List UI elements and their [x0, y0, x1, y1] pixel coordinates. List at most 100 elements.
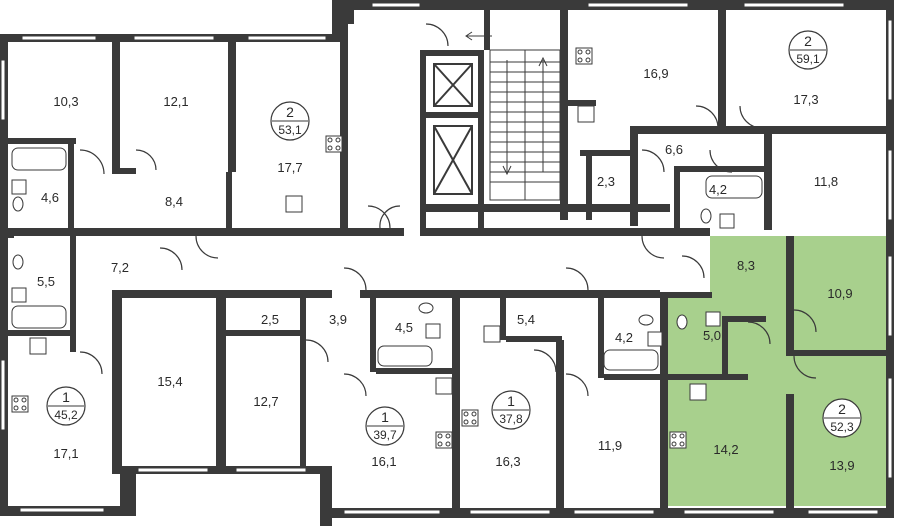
- wall-ll-14: [660, 292, 668, 508]
- room-area-label: 4,6: [41, 190, 59, 205]
- room-area-label: 4,5: [395, 320, 413, 335]
- apartment-badge[interactable]: 1 37,8: [491, 390, 531, 430]
- wall-ll-1: [70, 236, 76, 352]
- stove-icon: [325, 135, 343, 153]
- highlight-room-kitchen: [664, 292, 794, 506]
- wall-ll-11: [556, 340, 564, 510]
- apartment-total-area: 37,8: [499, 412, 523, 426]
- window-15: [469, 509, 551, 515]
- apartment-rooms-count: 2: [838, 401, 846, 417]
- wall-hl-2: [790, 350, 890, 356]
- stove-icon: [669, 431, 687, 449]
- sink-icon: [285, 195, 303, 213]
- wall-ul-bath-top: [8, 138, 76, 144]
- toilet-icon: [638, 314, 654, 326]
- wall-ur-1: [718, 10, 726, 128]
- wall-ll-bath: [8, 330, 74, 336]
- window-12: [137, 467, 209, 473]
- sink-icon: [483, 325, 501, 343]
- apartment-total-area: 39,7: [373, 428, 397, 442]
- wall-ul-3: [120, 168, 136, 174]
- room-area-label: 7,2: [111, 260, 129, 275]
- apartment-badge[interactable]: 2 53,1: [270, 101, 310, 141]
- window-13: [235, 467, 307, 473]
- toilet-icon: [12, 254, 24, 270]
- wall-ur-4: [630, 126, 638, 226]
- stove-icon: [11, 395, 29, 413]
- room-area-label: 4,2: [615, 330, 633, 345]
- room-area-label: 5,0: [703, 328, 721, 343]
- wall-hl-5: [722, 316, 728, 378]
- wall-ll-13: [604, 374, 664, 380]
- stove-icon: [461, 409, 479, 427]
- window-8: [887, 149, 893, 221]
- room-area-label: 16,1: [371, 454, 396, 469]
- room-area-label: 17,7: [277, 160, 302, 175]
- stove-icon: [575, 47, 593, 65]
- window-17: [683, 509, 775, 515]
- room-area-label: 14,2: [713, 442, 738, 457]
- staircase: [465, 31, 561, 201]
- elevator-1: [433, 63, 473, 107]
- wall-core-1: [420, 50, 480, 56]
- wall-ll-5: [300, 290, 306, 466]
- apartment-rooms-count: 1: [381, 409, 389, 425]
- wall-ll-6: [370, 290, 376, 372]
- window-3: [247, 35, 327, 41]
- apartment-badge[interactable]: 1 45,2: [46, 386, 86, 426]
- bathtub-icon: [377, 345, 433, 367]
- room-area-label: 2,5: [261, 312, 279, 327]
- window-16: [573, 509, 655, 515]
- room-area-label: 11,8: [814, 174, 838, 189]
- highlight-room-bedroom: [792, 236, 890, 356]
- window-11: [19, 507, 105, 513]
- wall-ur-3: [580, 150, 636, 156]
- apartment-badges: 2 53,1 2 59,1 1 45,2 1 39,7 1 37,8: [46, 30, 862, 446]
- room-area-label: 5,4: [517, 312, 535, 327]
- apartment-badge[interactable]: 2 52,3: [822, 398, 862, 438]
- bathtub-icon: [11, 305, 67, 329]
- outer-wall-east-bottom: [886, 236, 894, 516]
- wall-hl-4: [722, 316, 766, 322]
- apartment-badge[interactable]: 2 59,1: [788, 30, 828, 70]
- wall-ur-6: [674, 166, 680, 232]
- highlighted-apartment-area[interactable]: [664, 236, 890, 506]
- apartment-rooms-count: 1: [62, 389, 70, 405]
- window-9: [887, 255, 893, 337]
- window-7: [887, 19, 893, 101]
- sink-icon: [719, 213, 735, 229]
- apartment-rooms-count: 2: [286, 104, 294, 120]
- wall-stair-east: [560, 10, 568, 220]
- window-2: [133, 35, 215, 41]
- bathtub-icon: [11, 147, 67, 171]
- wall-corridor-bottom-3: [664, 292, 712, 298]
- window-1: [21, 35, 97, 41]
- room-area-label: 12,1: [163, 94, 188, 109]
- wall-ur-2: [636, 126, 890, 134]
- room-area-label: 5,5: [37, 274, 55, 289]
- wall-hl-1: [786, 236, 794, 356]
- wall-ll-9: [500, 290, 506, 340]
- sink-icon: [29, 337, 47, 355]
- apartment-total-area: 59,1: [796, 52, 820, 66]
- window-4: [371, 2, 421, 8]
- wall-core-4: [420, 112, 484, 118]
- wall-ll-12: [598, 292, 604, 378]
- sink-icon: [425, 323, 441, 339]
- wall-core-2: [420, 50, 426, 230]
- apartment-rooms-count: 2: [804, 33, 812, 49]
- wall-corridor-top-3: [420, 228, 710, 236]
- bathtub-icon: [603, 349, 659, 371]
- wall-ll-3: [216, 290, 226, 474]
- wall-ul-2: [228, 42, 236, 172]
- elevator-shafts: [433, 63, 473, 195]
- doors: [79, 23, 817, 397]
- outer-wall-west: [0, 34, 8, 516]
- apartment-badge[interactable]: 1 39,7: [365, 406, 405, 446]
- wall-core-3: [478, 50, 484, 230]
- room-area-label: 3,9: [329, 312, 347, 327]
- wall-hl-6: [668, 374, 748, 380]
- room-area-label: 16,3: [495, 454, 520, 469]
